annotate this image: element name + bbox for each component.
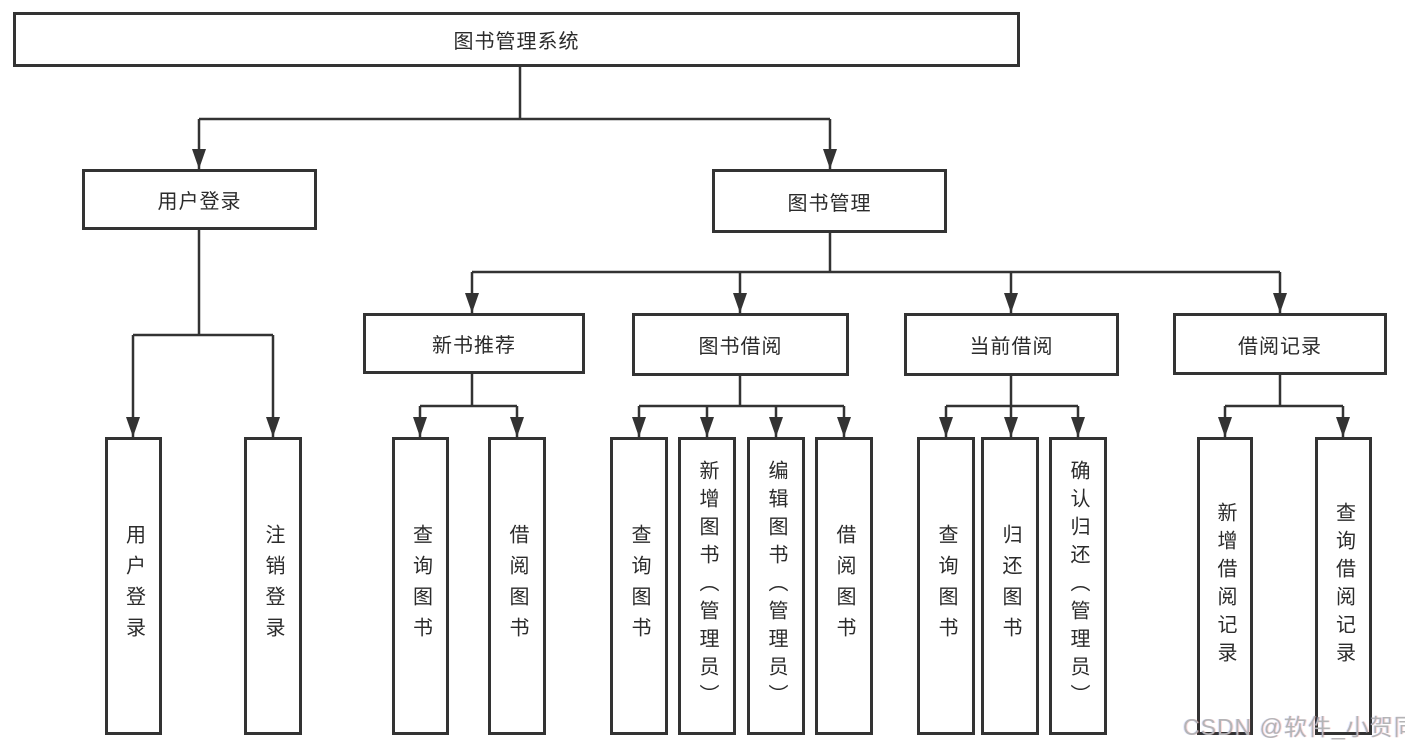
node-leaf-return-books-label: 归还图书 (999, 524, 1021, 648)
node-root: 图书管理系统 (13, 12, 1020, 67)
node-book-management: 图书管理 (712, 169, 947, 233)
node-borrow-records-label: 借阅记录 (1238, 335, 1322, 358)
node-leaf-query-books-recommend-label: 查询图书 (409, 524, 432, 648)
node-root-label: 图书管理系统 (453, 31, 580, 53)
node-leaf-user-login: 用户登录 (105, 437, 162, 735)
node-leaf-query-books-current-label: 查询图书 (935, 524, 957, 648)
node-leaf-query-borrow-record-label: 查询借阅记录 (1332, 502, 1355, 670)
node-user-login-label: 用户登录 (157, 191, 242, 213)
node-leaf-borrow-books-recommend-label: 借阅图书 (506, 524, 528, 648)
edge-book-borrow-children (632, 376, 851, 437)
node-leaf-borrow-books-label: 借阅图书 (833, 524, 855, 648)
node-leaf-user-login-label: 用户登录 (122, 524, 145, 648)
node-current-borrow: 当前借阅 (904, 313, 1119, 376)
node-leaf-borrow-books: 借阅图书 (815, 437, 873, 735)
node-leaf-query-books-borrow-label: 查询图书 (628, 524, 650, 648)
node-leaf-add-borrow-record: 新增借阅记录 (1197, 437, 1253, 735)
edge-user-login-children (126, 230, 280, 437)
node-leaf-add-books-admin: 新增图书（管理员） (678, 437, 736, 735)
edge-book-management-children (465, 233, 1287, 313)
watermark: CSDN @软件_小贺同学 (1183, 714, 1405, 740)
edge-new-book-recommend-children (413, 374, 524, 437)
node-leaf-query-books-borrow: 查询图书 (610, 437, 668, 735)
node-leaf-logout: 注销登录 (244, 437, 302, 735)
edge-root-children (192, 67, 837, 169)
node-leaf-add-books-admin-label: 新增图书（管理员） (696, 460, 718, 712)
node-book-borrow: 图书借阅 (632, 313, 849, 376)
node-leaf-borrow-books-recommend: 借阅图书 (488, 437, 546, 735)
node-borrow-records: 借阅记录 (1173, 313, 1387, 375)
node-leaf-confirm-return-admin-label: 确认归还（管理员） (1067, 460, 1089, 712)
node-leaf-edit-books-admin-label: 编辑图书（管理员） (765, 460, 787, 712)
node-leaf-confirm-return-admin: 确认归还（管理员） (1049, 437, 1107, 735)
node-book-management-label: 图书管理 (787, 192, 872, 215)
node-leaf-add-borrow-record-label: 新增借阅记录 (1214, 502, 1236, 670)
node-leaf-query-books-current: 查询图书 (917, 437, 975, 735)
node-leaf-logout-label: 注销登录 (262, 524, 284, 648)
node-book-borrow-label: 图书借阅 (698, 336, 783, 358)
edge-borrow-records-children (1218, 375, 1350, 437)
node-user-login: 用户登录 (82, 169, 317, 230)
node-current-borrow-label: 当前借阅 (969, 336, 1054, 358)
node-new-book-recommend: 新书推荐 (363, 313, 585, 374)
edge-current-borrow-children (939, 376, 1085, 437)
node-leaf-query-borrow-record: 查询借阅记录 (1315, 437, 1372, 735)
node-leaf-query-books-recommend: 查询图书 (392, 437, 449, 735)
node-leaf-return-books: 归还图书 (981, 437, 1039, 735)
node-new-book-recommend-label: 新书推荐 (432, 335, 516, 357)
node-leaf-edit-books-admin: 编辑图书（管理员） (747, 437, 805, 735)
